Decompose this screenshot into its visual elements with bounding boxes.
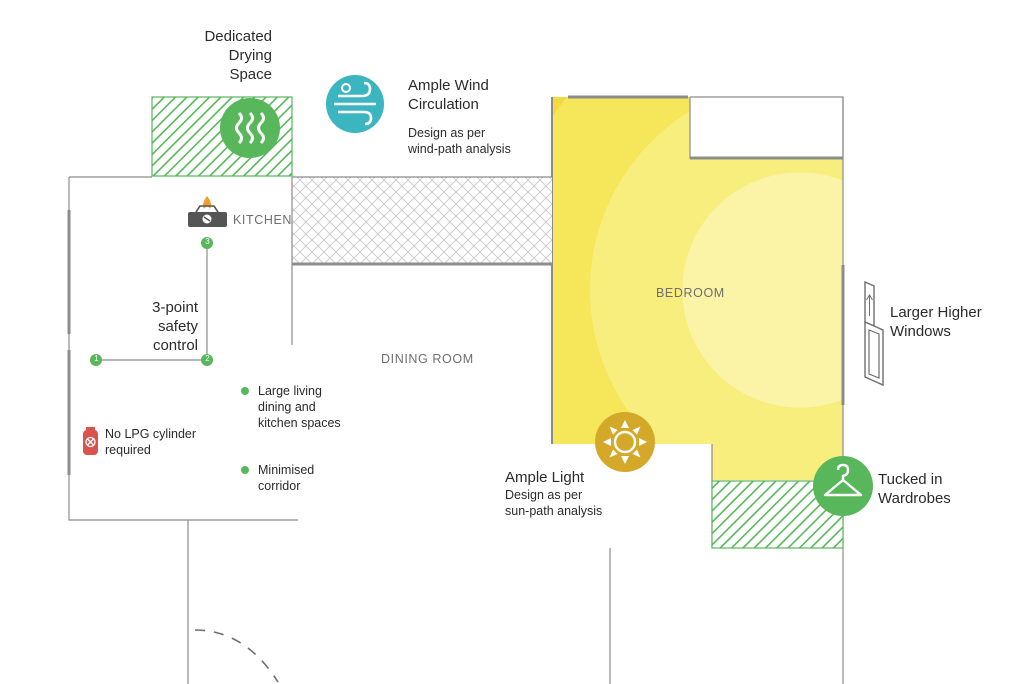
drying-space-label: Dedicated Drying Space [204,28,272,83]
safety-point-3-number: 3 [205,237,210,246]
door-swing [194,629,279,683]
safety-point-2-number: 2 [205,354,210,363]
living-bullet [241,387,249,395]
safety-point-1-number: 1 [94,354,99,363]
kitchen-label: KITCHEN [233,213,293,227]
light-title: Ample Light [505,469,585,486]
light-description: Design as per sun-path analysis [505,488,603,518]
safety-point-1 [90,354,102,366]
gas-cylinder-icon [83,427,98,455]
safety-point-3 [201,237,213,249]
dining-room-label: DINING ROOM [381,352,474,366]
bedroom-area [552,97,843,480]
corridor-label: Minimised corridor [258,463,315,493]
wind-icon [326,75,384,133]
windows-label: Larger Higher Windows [890,304,982,340]
closet-wall [689,96,844,159]
corridor-hatch [292,177,552,264]
steam-icon [220,98,280,158]
lpg-label: No LPG cylinder required [105,427,197,457]
safety-control-label: 3-point safety control [152,299,198,354]
sun-icon [595,412,655,472]
corridor-bullet [241,466,249,474]
safety-point-2 [201,354,213,366]
living-spaces-label: Large living dining and kitchen spaces [258,384,341,430]
window-icon [864,280,884,387]
wind-description: Design as per wind-path analysis [408,126,511,156]
hanger-icon [813,456,873,516]
wind-title: Ample Wind Circulation [408,77,489,113]
wardrobes-label: Tucked in Wardrobes [878,471,951,507]
stove-icon [188,196,227,227]
bedroom-label: BEDROOM [656,286,725,300]
